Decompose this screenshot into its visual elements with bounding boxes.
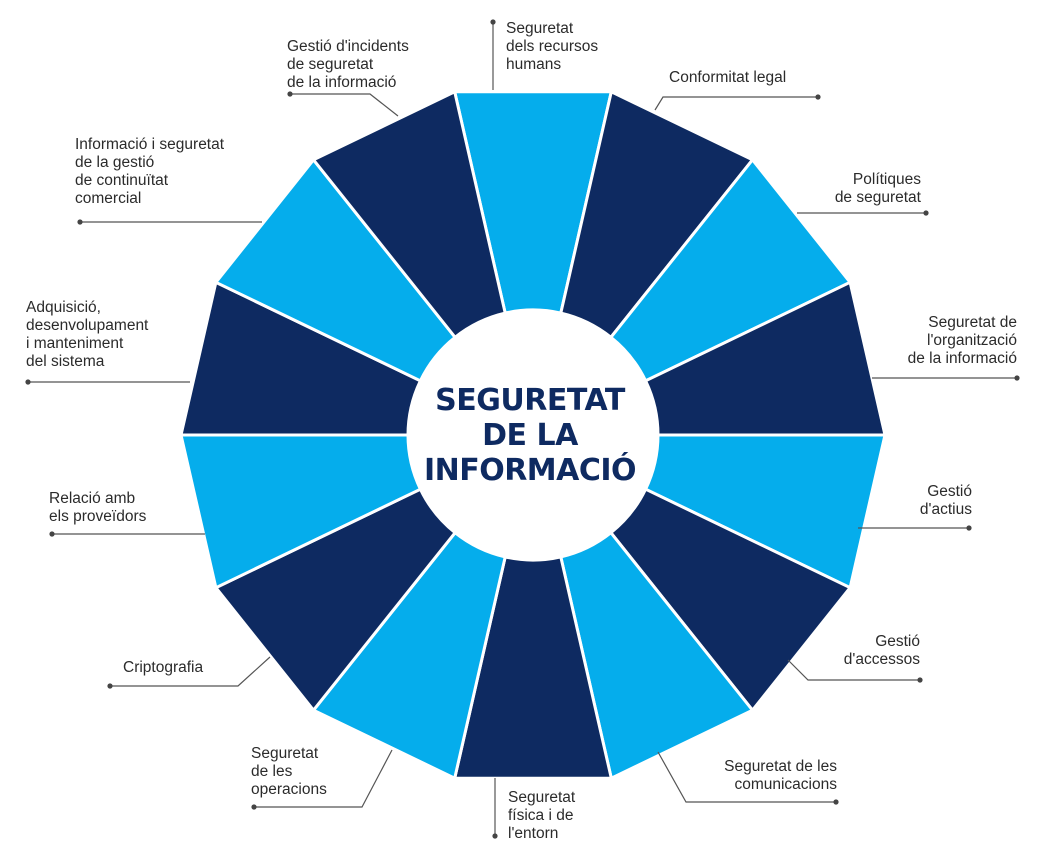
label-gestio-accessos: Gestió d'accessos	[843, 633, 920, 668]
label-criptografia: Criptografia	[123, 659, 204, 676]
label-organitzacio: Seguretat de l'organització de la inform…	[907, 314, 1017, 367]
leader-dot-gestio-actius	[966, 525, 972, 531]
center-hub	[408, 310, 658, 560]
leader-dot-politiques	[923, 210, 929, 216]
leader-line-criptografia	[110, 656, 271, 687]
leader-line-operacions	[254, 749, 393, 808]
leader-dot-proveidors	[49, 531, 55, 537]
leader-line-incidents	[290, 93, 399, 117]
leader-line-gestio-accessos	[787, 659, 920, 681]
leader-line-conformitat-legal	[654, 96, 818, 111]
leader-dot-adquisicio	[25, 379, 31, 385]
label-proveidors: Relació amb els proveïdors	[49, 490, 147, 525]
label-gestio-actius: Gestió d'actius	[919, 483, 972, 518]
label-adquisicio: Adquisició, desenvolupament i mantenimen…	[26, 299, 149, 370]
leader-dot-operacions	[251, 804, 257, 810]
leader-dot-criptografia	[107, 683, 113, 689]
leader-dot-continuitat	[77, 219, 83, 225]
label-fisica-entorn: Seguretat física i de l'entorn	[508, 789, 576, 842]
label-operacions: Seguretat de les operacions	[251, 745, 327, 798]
label-incidents: Gestió d'incidents de seguretat de la in…	[287, 38, 409, 91]
leader-dot-recursos-humans	[490, 19, 496, 25]
center-title: SEGURETAT DE LA INFORMACIÓ	[423, 383, 637, 488]
leader-dot-incidents	[287, 91, 293, 97]
label-recursos-humans: Seguretat dels recursos humans	[506, 20, 599, 73]
leader-dot-fisica-entorn	[492, 833, 498, 839]
leader-dot-conformitat-legal	[815, 94, 821, 100]
leader-dot-comunicacions	[833, 799, 839, 805]
leader-dot-gestio-accessos	[917, 677, 923, 683]
leader-dot-organitzacio	[1014, 375, 1020, 381]
label-comunicacions: Seguretat de les comunicacions	[724, 758, 837, 793]
label-continuitat: Informació i seguretat de la gestió de c…	[75, 136, 225, 207]
label-conformitat-legal: Conformitat legal	[669, 69, 787, 86]
label-politiques: Polítiques de seguretat	[834, 171, 921, 206]
leader-line-comunicacions	[657, 751, 836, 803]
